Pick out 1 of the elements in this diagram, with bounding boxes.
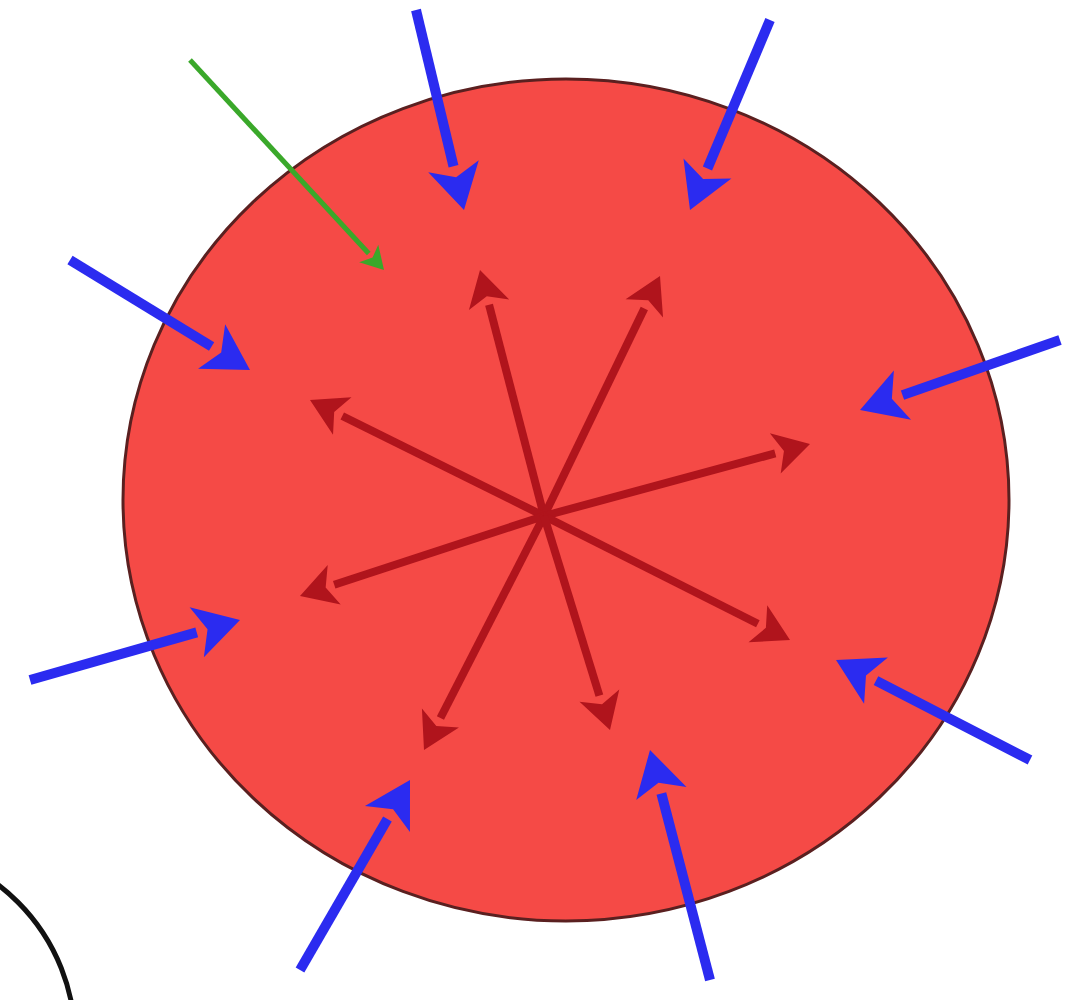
- ball: [120, 76, 1012, 924]
